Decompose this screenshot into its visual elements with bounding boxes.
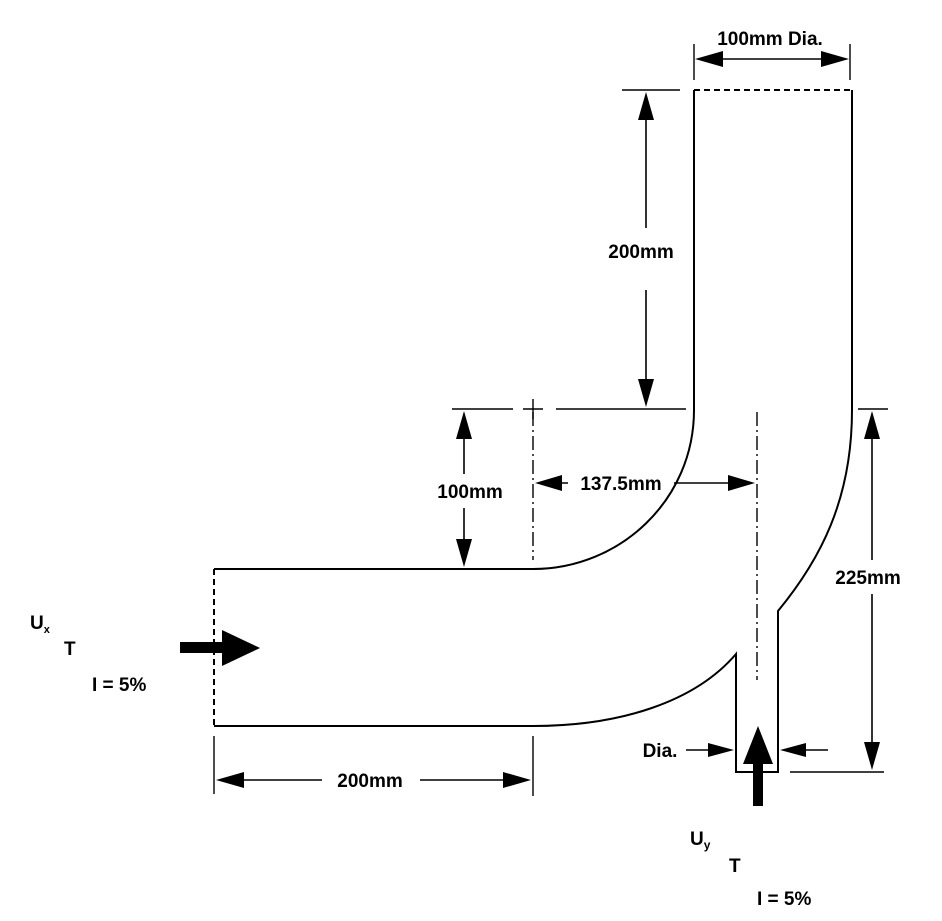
label-offset: 137.5mm [580,474,661,495]
label-top-diameter: 100mm Dia. [717,29,823,50]
arrowhead [456,539,472,567]
arrowhead [638,379,654,407]
label-inlet-y-distance: 225mm [835,568,901,589]
arrowhead [821,51,849,67]
label-vertical-length: 200mm [608,242,674,263]
arrowhead [216,772,244,788]
inlet-x-velocity: Ux [30,613,51,636]
label-bend-radius: 100mm [437,482,503,503]
label-small-diameter: Dia. [643,741,678,762]
arrowhead [780,743,806,757]
inlet-y-velocity: Uy [690,829,711,852]
arrowhead [864,742,880,770]
arrowhead [708,743,734,757]
arrowhead [503,772,531,788]
inlet-x-arrow-shaft [180,642,224,653]
inlet-y-velocity-base: U [690,829,704,850]
arrowhead [535,475,562,491]
inlet-x-intensity: I = 5% [92,675,146,696]
inlet-y-intensity: I = 5% [757,889,811,910]
arrowhead [728,475,755,491]
arrowhead [456,411,472,439]
inlet-y-temperature: T [729,856,741,877]
inlet-x-velocity-sub: x [44,624,51,636]
label-horizontal-length: 200mm [337,771,403,792]
inlet-x-velocity-base: U [30,613,44,634]
arrowhead [695,51,723,67]
inlet-x-temperature: T [64,639,76,660]
inlet-x-arrow-head [222,630,260,666]
lower-pipe-wall [214,90,853,773]
inlet-y-arrow-shaft [753,758,763,806]
inlet-y-arrow-head [743,726,773,764]
arrowhead [638,92,654,120]
arrowhead [864,411,880,439]
upper-pipe-wall [214,90,695,570]
inlet-y-velocity-sub: y [704,838,711,852]
